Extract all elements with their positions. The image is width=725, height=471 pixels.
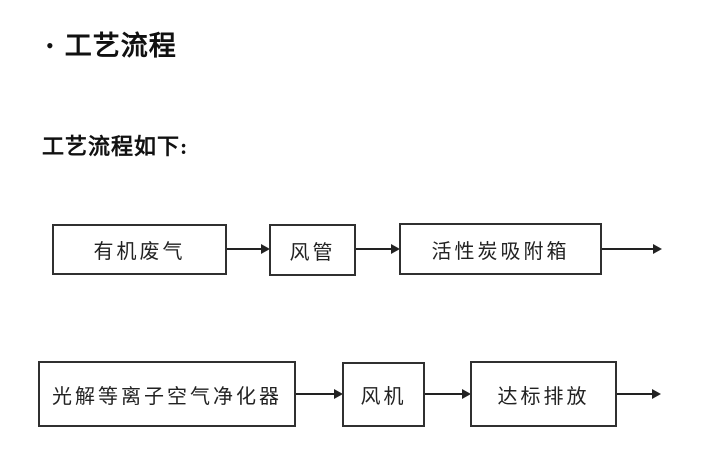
- flow-arrow-row2-1: [296, 389, 343, 399]
- arrowhead-icon: [391, 244, 400, 254]
- flow-box-air-duct: 风管: [269, 224, 356, 276]
- subtitle: 工艺流程如下:: [42, 134, 189, 159]
- arrowhead-icon: [653, 244, 662, 254]
- flow-arrow-row1-2: [356, 244, 400, 254]
- flow-box-fan: 风机: [342, 362, 425, 427]
- arrowhead-icon: [652, 389, 661, 399]
- slide-title: • 工艺流程: [46, 30, 177, 62]
- flow-box-compliant-discharge: 达标排放: [470, 361, 617, 427]
- flow-box-activated-carbon-adsorption-box: 活性炭吸附箱: [399, 223, 602, 275]
- flow-box-photolysis-plasma-air-purifier: 光解等离子空气净化器: [38, 361, 296, 427]
- flow-arrow-row2-2: [425, 389, 471, 399]
- page-title: 工艺流程: [64, 31, 177, 61]
- bullet-icon: •: [46, 33, 54, 58]
- arrowhead-icon: [334, 389, 343, 399]
- flow-arrow-row1-out: [602, 244, 662, 254]
- flow-arrow-row1-1: [227, 244, 270, 254]
- flow-box-organic-waste-gas: 有机废气: [52, 224, 227, 275]
- arrowhead-icon: [261, 244, 270, 254]
- flow-arrow-row2-out: [617, 389, 661, 399]
- arrowhead-icon: [462, 389, 471, 399]
